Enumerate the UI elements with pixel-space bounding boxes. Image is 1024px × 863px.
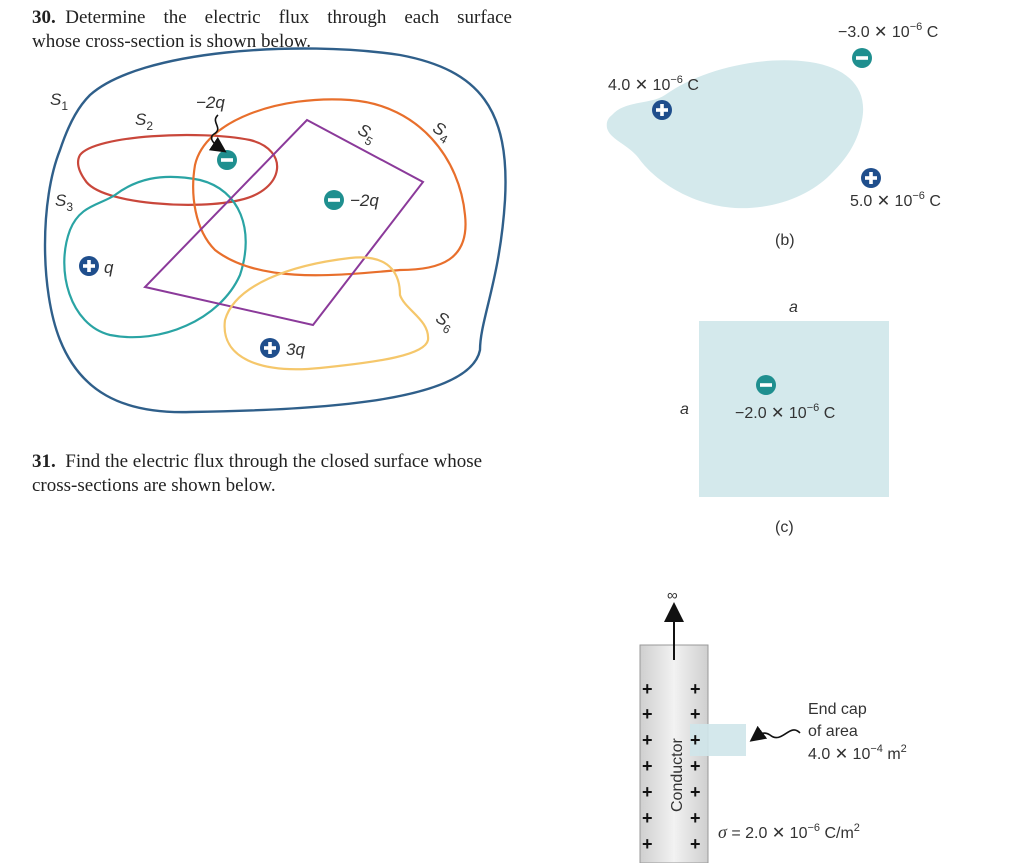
charge-label-neg-2q-top: −2q xyxy=(196,93,225,112)
problem-30-line1: 30. Determine the electric flux through … xyxy=(32,6,512,30)
surface-s6-outline xyxy=(223,256,430,371)
square-surface-c xyxy=(699,321,889,497)
svg-text:+: + xyxy=(642,679,653,699)
label-side-top: a xyxy=(789,299,798,316)
svg-text:+: + xyxy=(642,704,653,724)
problem-30-text: 30. Determine the electric flux through … xyxy=(32,6,512,54)
problem-31-number: 31. xyxy=(32,451,56,472)
label-end-cap-line1: End cap xyxy=(808,701,867,718)
charge-pointer-arrow xyxy=(208,114,227,153)
caption-c: (c) xyxy=(775,519,794,536)
label-conductor: Conductor xyxy=(669,738,686,812)
label-s6: S6 xyxy=(430,308,457,337)
charge-neg-2q-center-icon xyxy=(324,190,344,210)
svg-text:+: + xyxy=(690,834,701,854)
charge-pos-3q-icon xyxy=(260,338,280,358)
label-end-cap-line2: of area xyxy=(808,723,858,740)
surface-s2-outline xyxy=(76,133,279,206)
label-charge-4: 4.0 ✕ 10−6 C xyxy=(608,74,699,94)
charge-pos-5-icon xyxy=(861,168,881,188)
surface-charges-right: + + + + + + + xyxy=(690,679,701,854)
problem-31-line2: cross-sections are shown below. xyxy=(32,475,276,496)
problem-30-number: 30. xyxy=(32,7,56,28)
problem-30-line1-text: Determine the electric flux through each… xyxy=(65,7,512,28)
svg-text:+: + xyxy=(690,756,701,776)
figure-b: 4.0 ✕ 10−6 C −3.0 ✕ 10−6 C 5.0 ✕ 10−6 C … xyxy=(606,21,941,249)
charge-label-neg-2q-center: −2q xyxy=(350,191,379,210)
svg-text:+: + xyxy=(690,808,701,828)
charge-neg-2-icon xyxy=(756,375,776,395)
label-infinity: ∞ xyxy=(667,587,678,604)
svg-text:+: + xyxy=(642,782,653,802)
svg-text:+: + xyxy=(642,730,653,750)
label-s3: S3 xyxy=(55,191,73,214)
svg-text:+: + xyxy=(690,782,701,802)
svg-text:+: + xyxy=(690,679,701,699)
end-cap-gaussian-surface xyxy=(690,724,746,756)
problem-31-text: 31. Find the electric flux through the c… xyxy=(32,450,512,498)
svg-text:+: + xyxy=(642,834,653,854)
label-side-left: a xyxy=(680,401,689,418)
problem-31-line1: 31. Find the electric flux through the c… xyxy=(32,450,512,474)
label-charge-neg-3: −3.0 ✕ 10−6 C xyxy=(838,21,938,41)
label-charge-5: 5.0 ✕ 10−6 C xyxy=(850,190,941,210)
problem-31-line1-text: Find the electric flux through the close… xyxy=(65,451,483,472)
svg-text:+: + xyxy=(642,808,653,828)
end-cap-pointer-arrow xyxy=(749,725,801,742)
figure-30: S1 S2 S3 S4 S5 S6 −2q −2q q 3q xyxy=(43,47,507,414)
svg-text:+: + xyxy=(642,756,653,776)
label-charge-neg-2: −2.0 ✕ 10−6 C xyxy=(735,402,835,422)
problem-30-line2: whose cross-section is shown below. xyxy=(32,31,311,52)
charge-pos-q-icon xyxy=(79,256,99,276)
blob-surface-b xyxy=(606,60,864,209)
svg-text:+: + xyxy=(690,730,701,750)
surface-s5-outline xyxy=(143,118,425,327)
charge-label-q: q xyxy=(104,258,114,277)
label-s1: S1 xyxy=(50,90,68,113)
label-end-cap-line3: 4.0 ✕ 10−4 m2 xyxy=(808,743,907,763)
surface-s4-outline xyxy=(192,98,467,277)
charge-label-3q: 3q xyxy=(286,340,305,359)
charge-neg-3-icon xyxy=(852,48,872,68)
charge-neg-2q-top-icon xyxy=(217,150,237,170)
caption-b: (b) xyxy=(775,232,795,249)
surface-charges-left: + + + + + + + xyxy=(642,679,653,854)
surface-s3-outline xyxy=(63,175,247,339)
charge-pos-4-icon xyxy=(652,100,672,120)
label-s5: S5 xyxy=(352,120,379,149)
surface-s1-outline xyxy=(43,47,507,414)
figure-c: a a −2.0 ✕ 10−6 C (c) xyxy=(680,299,889,536)
label-sigma: σ = 2.0 ✕ 10−6 C/m2 xyxy=(718,822,860,842)
figure-d: ∞ + + + + + + + + + + + + + + Conductor End cap of… xyxy=(639,587,907,863)
label-s2: S2 xyxy=(135,110,153,133)
svg-text:+: + xyxy=(690,704,701,724)
label-s4: S4 xyxy=(427,118,454,147)
